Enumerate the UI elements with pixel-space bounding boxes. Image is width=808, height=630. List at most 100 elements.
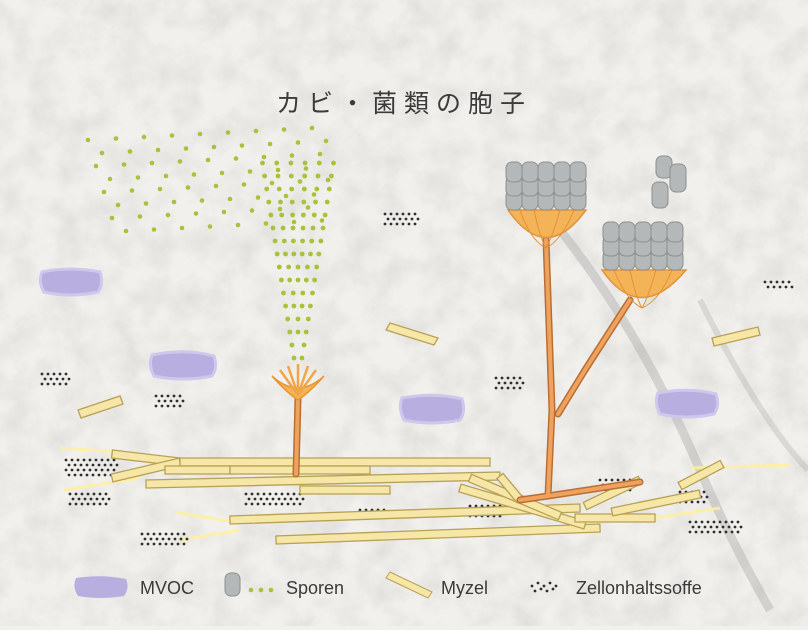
spore bbox=[235, 222, 241, 228]
spore bbox=[267, 141, 273, 147]
cell-content-dot bbox=[80, 492, 84, 496]
cell-content-dot bbox=[253, 497, 257, 501]
cell-content-dot bbox=[509, 381, 513, 385]
spore bbox=[325, 177, 331, 183]
cell-content-dot bbox=[358, 508, 362, 512]
cell-content-dot bbox=[790, 285, 794, 289]
cell-content-dot bbox=[101, 497, 105, 501]
spore bbox=[163, 173, 169, 179]
cell-content-dot bbox=[82, 468, 86, 472]
hypha-segment bbox=[574, 513, 656, 523]
cell-content-dot bbox=[67, 463, 71, 467]
loose-myzel-pieces bbox=[77, 322, 761, 419]
sporangium-1 bbox=[505, 161, 588, 249]
cell-content-dot bbox=[185, 537, 189, 541]
cell-content-dot bbox=[172, 404, 176, 408]
spore bbox=[317, 151, 323, 157]
spore-capsule bbox=[666, 221, 684, 243]
cell-content-dot bbox=[709, 525, 713, 529]
cell-content-dot bbox=[512, 386, 516, 390]
spore bbox=[308, 251, 313, 257]
cell-content-dot bbox=[76, 458, 80, 462]
cell-content-dot bbox=[286, 502, 290, 506]
cell-content-dot bbox=[140, 532, 144, 536]
cell-content-dot bbox=[170, 542, 174, 546]
spore bbox=[283, 303, 288, 309]
page-title: カビ・菌類の胞子 bbox=[275, 89, 532, 118]
cell-content-dot bbox=[766, 285, 770, 289]
spore bbox=[247, 169, 253, 174]
cell-content-dot bbox=[778, 285, 782, 289]
cell-content-dot bbox=[694, 530, 698, 534]
spore-capsule bbox=[521, 161, 539, 183]
spore bbox=[205, 157, 211, 163]
cell-content-dot bbox=[250, 492, 254, 496]
cell-content-dot bbox=[85, 463, 89, 467]
spore bbox=[197, 131, 203, 137]
cell-content-dot bbox=[515, 381, 519, 385]
spore bbox=[281, 127, 287, 132]
cell-content-dot bbox=[55, 377, 59, 381]
spore bbox=[290, 290, 296, 296]
spore bbox=[295, 316, 301, 322]
spore bbox=[322, 212, 328, 218]
spore bbox=[149, 160, 155, 166]
cell-content-dot bbox=[143, 537, 147, 541]
cell-content-dot bbox=[152, 542, 156, 546]
cell-content-dot bbox=[702, 500, 706, 504]
mvoc-clouds bbox=[38, 267, 720, 425]
spore bbox=[171, 199, 177, 205]
cell-content-dot bbox=[67, 473, 71, 477]
cell-content-dot bbox=[166, 404, 170, 408]
cell-content-dot bbox=[763, 280, 767, 284]
cell-content-dot bbox=[280, 492, 284, 496]
cell-content-dot bbox=[518, 386, 522, 390]
spore-capsule bbox=[634, 221, 652, 243]
mvoc-cloud bbox=[654, 388, 720, 419]
cell-content-dot bbox=[94, 458, 98, 462]
cell-content-dot bbox=[410, 217, 414, 221]
cell-content-dot bbox=[730, 530, 734, 534]
cell-content-dot bbox=[694, 520, 698, 524]
spore bbox=[165, 212, 171, 218]
cell-content-dot bbox=[712, 530, 716, 534]
spore bbox=[318, 238, 324, 244]
cell-content-dot bbox=[170, 532, 174, 536]
spore bbox=[289, 186, 295, 192]
cell-content-dot bbox=[247, 497, 251, 501]
cell-content-dot bbox=[292, 502, 296, 506]
spore bbox=[113, 136, 119, 141]
spore bbox=[280, 225, 286, 231]
spore bbox=[179, 225, 185, 231]
cell-content-dot bbox=[733, 525, 737, 529]
legend-zell-label: Zellonhaltssoffe bbox=[576, 578, 702, 598]
cell-content-dot bbox=[286, 492, 290, 496]
cell-content-dot bbox=[158, 532, 162, 536]
cell-content-dot bbox=[389, 212, 393, 216]
legend-mvoc-label: MVOC bbox=[140, 578, 194, 598]
spore bbox=[319, 218, 325, 223]
cell-content-dot bbox=[73, 473, 77, 477]
hypha-segment bbox=[164, 465, 231, 475]
spore bbox=[290, 212, 295, 218]
spore bbox=[305, 316, 311, 322]
hypha-segment bbox=[229, 503, 581, 525]
spore bbox=[109, 215, 115, 221]
light-rays bbox=[59, 446, 791, 542]
spore bbox=[123, 228, 129, 234]
cell-content-dot bbox=[178, 394, 182, 398]
spore bbox=[314, 264, 320, 270]
cell-content-dot bbox=[256, 502, 260, 506]
cell-content-dot bbox=[80, 502, 84, 506]
spore bbox=[324, 199, 330, 205]
spores-green bbox=[85, 125, 336, 361]
cell-content-dot bbox=[164, 542, 168, 546]
spore bbox=[291, 355, 297, 361]
spore bbox=[291, 219, 297, 225]
legend-spore-green-swatch bbox=[248, 587, 274, 593]
spore bbox=[303, 166, 309, 171]
cell-content-dot bbox=[727, 525, 731, 529]
cell-content-dot bbox=[616, 478, 620, 482]
